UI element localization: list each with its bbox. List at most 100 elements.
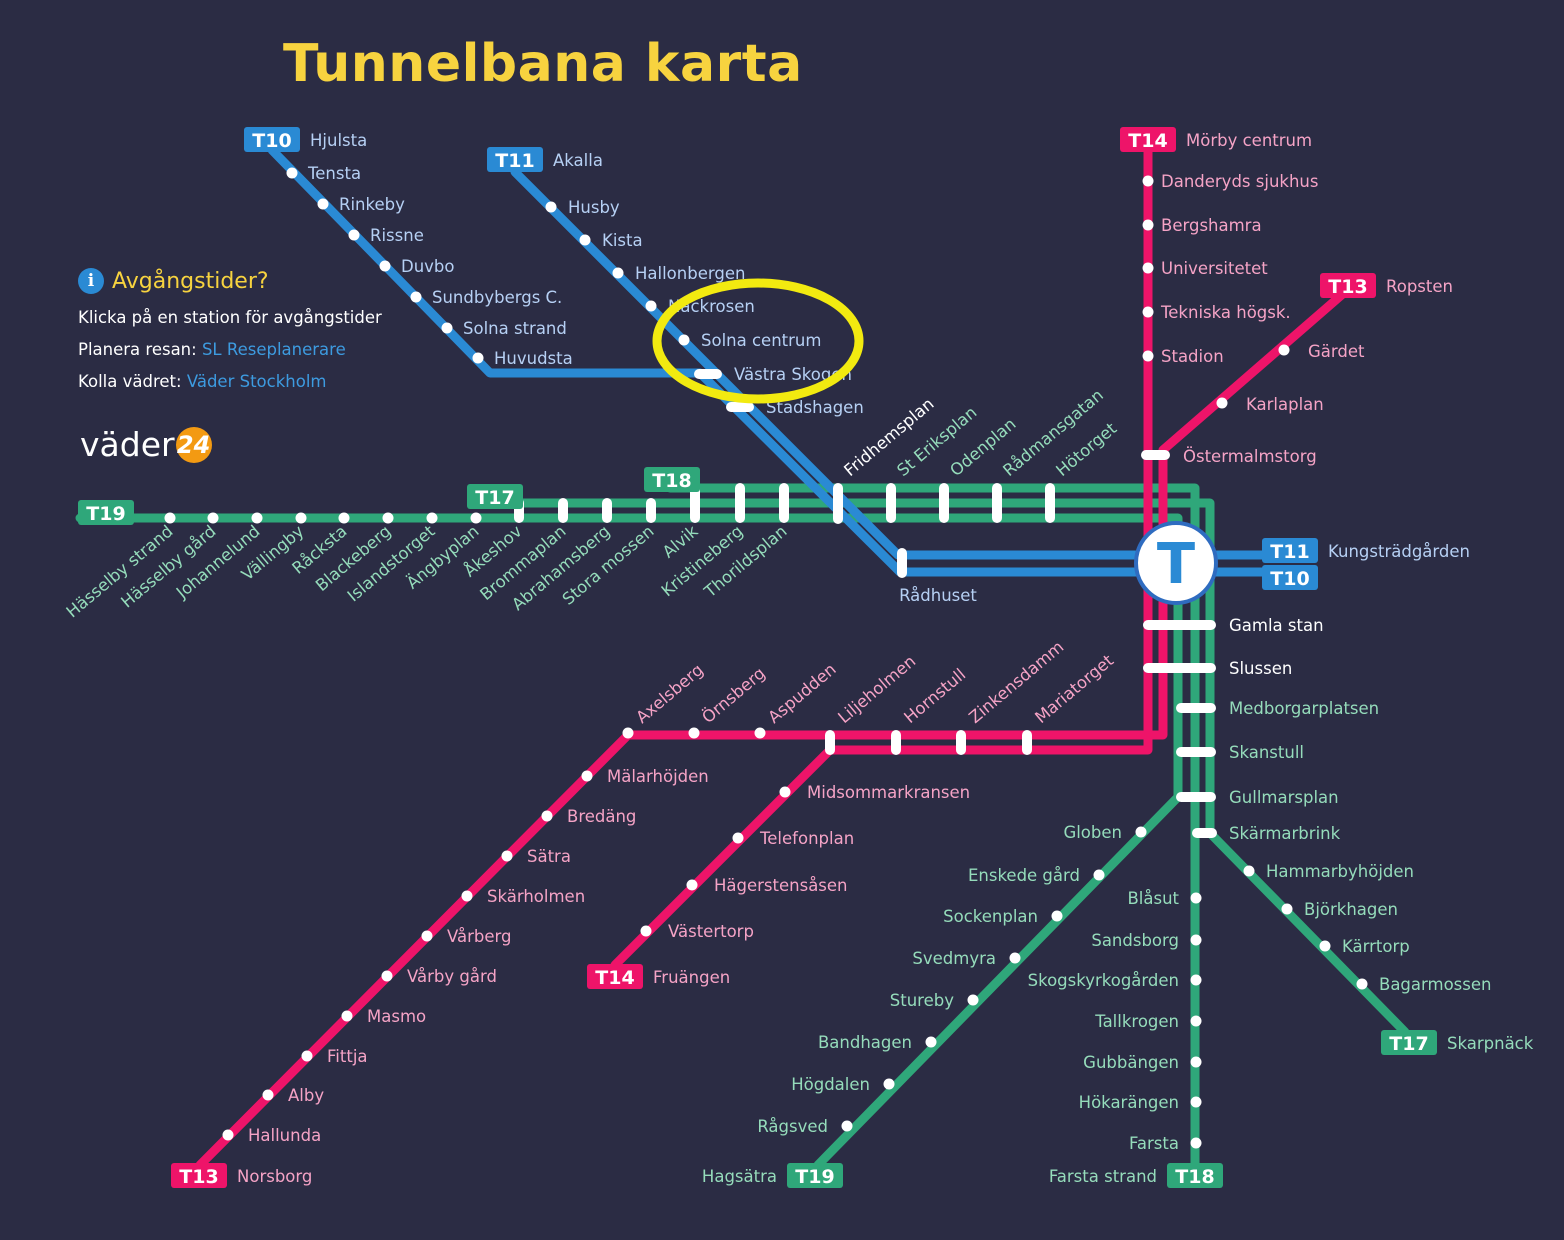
- station-label[interactable]: Universitetet: [1161, 259, 1268, 278]
- line-badge[interactable]: [171, 1163, 227, 1188]
- station-dot[interactable]: [501, 850, 513, 862]
- station-dot[interactable]: [1319, 940, 1331, 952]
- station-label[interactable]: Vårby gård: [407, 967, 497, 986]
- station-label[interactable]: Högdalen: [791, 1075, 870, 1094]
- station-dot[interactable]: [1190, 892, 1202, 904]
- station-dot[interactable]: [612, 267, 624, 279]
- line-badge[interactable]: [1120, 127, 1176, 152]
- station-dot[interactable]: [1281, 903, 1293, 915]
- station-label[interactable]: Stureby: [890, 991, 954, 1010]
- station-dot[interactable]: [732, 832, 744, 844]
- terminal-station-label[interactable]: Akalla: [553, 151, 603, 170]
- station-label[interactable]: Stadshagen: [766, 398, 864, 417]
- station-dot[interactable]: [1093, 869, 1105, 881]
- station-label[interactable]: Örnsberg: [698, 664, 769, 727]
- station-label[interactable]: Kista: [602, 231, 643, 250]
- station-label[interactable]: Hallunda: [248, 1126, 321, 1145]
- vader-stockholm-link[interactable]: Väder Stockholm: [186, 372, 327, 391]
- station-label[interactable]: Rågsved: [757, 1117, 828, 1136]
- terminal-t10[interactable]: T10: [1262, 565, 1318, 590]
- station-label[interactable]: Skanstull: [1229, 743, 1304, 762]
- station-label[interactable]: Slussen: [1229, 659, 1292, 678]
- station-label[interactable]: Hammarbyhöjden: [1266, 862, 1414, 881]
- station-label[interactable]: Bredäng: [567, 807, 636, 826]
- station-dot[interactable]: [645, 300, 657, 312]
- station-dot[interactable]: [967, 994, 979, 1006]
- station-dot[interactable]: [841, 1120, 853, 1132]
- station-label[interactable]: Medborgarplatsen: [1229, 699, 1379, 718]
- station-dot[interactable]: [382, 512, 394, 524]
- station-dot[interactable]: [1051, 910, 1063, 922]
- station-label[interactable]: Axelsberg: [632, 660, 707, 727]
- station-label[interactable]: Skogskyrkogården: [1028, 971, 1179, 990]
- terminal-station-label[interactable]: Hagsätra: [702, 1167, 777, 1186]
- station-label[interactable]: Bandhagen: [818, 1033, 912, 1052]
- station-dot[interactable]: [1142, 262, 1154, 274]
- line-badge[interactable]: [1167, 1163, 1223, 1188]
- station-label[interactable]: Husby: [568, 198, 620, 217]
- station-dot[interactable]: [925, 1036, 937, 1048]
- station-label[interactable]: Rissne: [370, 226, 424, 245]
- station-dot[interactable]: [1190, 974, 1202, 986]
- station-dot[interactable]: [678, 334, 690, 346]
- station-dot[interactable]: [262, 1089, 274, 1101]
- station-label[interactable]: Solna centrum: [701, 331, 821, 350]
- station-label[interactable]: Midsommarkransen: [807, 783, 970, 802]
- station-label[interactable]: Alby: [288, 1086, 324, 1105]
- station-label[interactable]: Gamla stan: [1229, 616, 1324, 635]
- station-label[interactable]: Globen: [1063, 823, 1122, 842]
- station-dot[interactable]: [410, 291, 422, 303]
- line-badge[interactable]: [1320, 273, 1376, 298]
- station-label[interactable]: Sätra: [527, 847, 571, 866]
- station-dot[interactable]: [1135, 826, 1147, 838]
- station-label[interactable]: Enskede gård: [968, 866, 1080, 885]
- hub-circle[interactable]: [1134, 521, 1218, 605]
- station-dot[interactable]: [1142, 306, 1154, 318]
- station-label[interactable]: Hallonbergen: [635, 264, 745, 283]
- terminal-station-label[interactable]: Farsta strand: [1049, 1167, 1157, 1186]
- station-label[interactable]: Aspudden: [764, 660, 839, 728]
- station-label[interactable]: Rinkeby: [339, 195, 405, 214]
- station-dot[interactable]: [1278, 344, 1290, 356]
- station-label[interactable]: Rådhuset: [899, 586, 977, 605]
- line-badge[interactable]: [1262, 565, 1318, 590]
- vader24-logo[interactable]: väder 24: [80, 425, 212, 464]
- terminal-t19[interactable]: T19: [78, 500, 134, 525]
- station-label[interactable]: Hornstull: [900, 665, 969, 727]
- station-dot[interactable]: [348, 229, 360, 241]
- station-label[interactable]: Vårberg: [447, 927, 512, 946]
- station-label[interactable]: Telefonplan: [759, 829, 854, 848]
- station-label[interactable]: Skärholmen: [487, 887, 585, 906]
- station-dot[interactable]: [622, 727, 634, 739]
- station-label[interactable]: Karlaplan: [1246, 395, 1324, 414]
- station-dot[interactable]: [421, 930, 433, 942]
- station-dot[interactable]: [779, 786, 791, 798]
- station-dot[interactable]: [688, 727, 700, 739]
- station-label[interactable]: Kärrtorp: [1342, 937, 1410, 956]
- station-label[interactable]: Blåsut: [1127, 889, 1179, 908]
- terminal-t18[interactable]: T18: [644, 467, 700, 492]
- station-label[interactable]: Mälarhöjden: [607, 767, 709, 786]
- station-label[interactable]: Björkhagen: [1304, 900, 1398, 919]
- line-badge[interactable]: [787, 1163, 843, 1188]
- station-dot[interactable]: [1356, 978, 1368, 990]
- station-label[interactable]: Bergshamra: [1161, 216, 1262, 235]
- station-label[interactable]: Gullmarsplan: [1229, 788, 1339, 807]
- station-label[interactable]: Hökarängen: [1079, 1093, 1179, 1112]
- station-label[interactable]: Östermalmstorg: [1183, 447, 1317, 466]
- station-dot[interactable]: [381, 970, 393, 982]
- terminal-station-label[interactable]: Hjulsta: [310, 131, 367, 150]
- station-dot[interactable]: [581, 770, 593, 782]
- station-dot[interactable]: [470, 512, 482, 524]
- station-dot[interactable]: [472, 352, 484, 364]
- station-dot[interactable]: [379, 260, 391, 272]
- station-label[interactable]: Gubbängen: [1083, 1053, 1179, 1072]
- station-label[interactable]: Stadion: [1161, 347, 1224, 366]
- station-dot[interactable]: [1190, 1096, 1202, 1108]
- station-dot[interactable]: [1243, 865, 1255, 877]
- station-label[interactable]: Solna strand: [463, 319, 567, 338]
